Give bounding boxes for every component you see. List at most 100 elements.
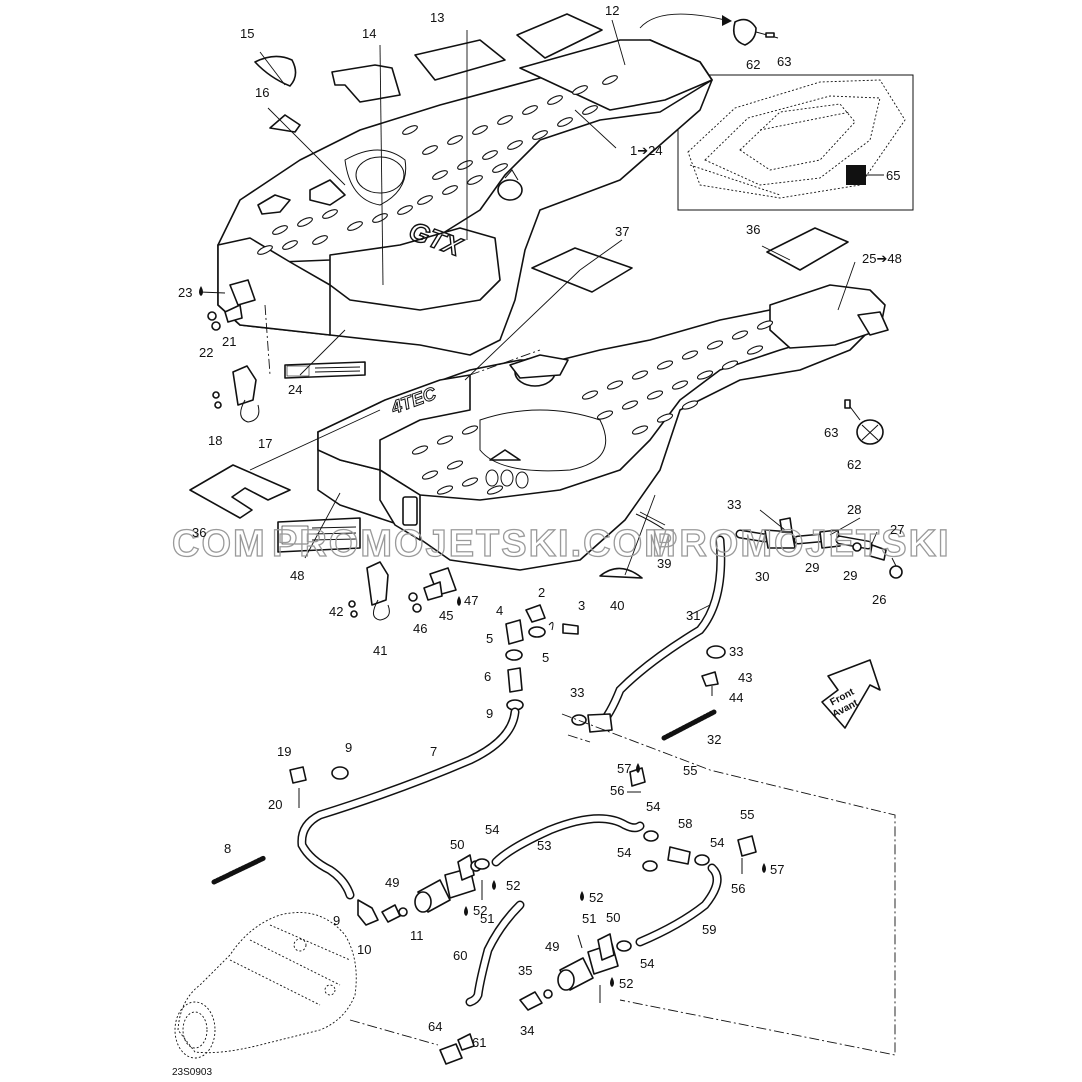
callout: 56 [731,881,745,896]
callout: 51 [582,911,596,926]
callout: 33 [570,685,584,700]
watermark-main: PROMOJETSKI.COM [272,523,678,565]
callout: 11 [410,928,424,943]
callout: 13 [430,10,444,25]
callout: 12 [605,3,619,18]
decal-16 [269,114,301,133]
mat-13 [414,39,506,81]
callout: 4 [496,603,503,618]
callout: 57 [770,862,784,877]
callout: 54 [646,799,660,814]
callout-labels: 1➔24 2 3 4 5 5 6 7 8 9 9 9 10 11 12 13 1… [178,3,904,1050]
callout: 34 [520,1023,534,1038]
callout: 22 [199,345,213,360]
spring-8 [211,855,267,885]
callout: 45 [439,608,453,623]
callout: 50 [606,910,620,925]
callout: 9 [345,740,352,755]
rear-deck-panel: 4TEC [317,284,889,571]
callout: 31 [686,608,700,623]
watermark-right: PROMOJETSKI [652,523,951,565]
callout: 6 [484,669,491,684]
callout: 2 [538,585,545,600]
callout: 54 [640,956,654,971]
callout: 14 [362,26,376,41]
callout: 60 [453,948,467,963]
decal-40 [599,567,643,579]
callout: 25➔48 [862,251,902,266]
callout: 52 [506,878,520,893]
valve-assembly-lower [557,933,632,1003]
callout: 26 [872,592,886,607]
callout: 64 [428,1019,442,1034]
mat-37 [531,247,633,293]
warning-decal-48 [277,517,361,553]
callout: 50 [450,837,464,852]
front-deck-tread [257,75,618,255]
callout: 44 [729,690,743,705]
callout: 36 [192,525,206,540]
callout: 10 [357,942,371,957]
callout: 19 [277,744,291,759]
callout: 63 [824,425,838,440]
callout: 59 [702,922,716,937]
callout: 18 [208,433,222,448]
callout: 47 [464,593,478,608]
callout: 35 [518,963,532,978]
front-deck-panel: GTX [217,39,713,356]
watermark-left: COM [172,523,267,565]
callout: 52 [619,976,633,991]
callout: 23 [178,285,192,300]
lubricant-drops [199,286,766,987]
callout: 61 [472,1035,486,1050]
callout: 51 [480,911,494,926]
vent-hose-system [567,517,903,743]
callout: 36 [746,222,760,237]
decal-14 [331,64,401,103]
callout: 52 [589,890,603,905]
callout: 49 [385,875,399,890]
callout: 5 [486,631,493,646]
callout: 24 [288,382,302,397]
hook-assembly-upper [207,279,271,423]
callout: 21 [222,334,236,349]
callout: 7 [430,744,437,759]
callout: 39 [657,556,671,571]
callout: 46 [413,621,427,636]
callout: 57 [617,761,631,776]
callout: 28 [847,502,861,517]
watermark: COM PROMOJETSKI.COM PROMOJETSKI [171,522,951,565]
callout: 63 [777,54,791,69]
callout: 53 [537,838,551,853]
callout: 3 [578,598,585,613]
callout: 48 [290,568,304,583]
callout: 33 [727,497,741,512]
callout: 5 [542,650,549,665]
callout: 33 [729,644,743,659]
warning-decal-24 [284,361,366,379]
decal-65-marker [846,165,866,185]
callout: 41 [373,643,387,658]
callout: 54 [710,835,724,850]
callout: 54 [485,822,499,837]
callout: 49 [545,939,559,954]
callout: 52 [473,903,487,918]
tube-39 [635,513,666,531]
callout: 17 [258,436,272,451]
callout: 20 [268,797,282,812]
callout: 65 [886,168,900,183]
rear-deck-tread [411,320,774,495]
callout: 55 [740,807,754,822]
callout: 9 [486,706,493,721]
callout: 55 [683,763,697,778]
callout: 42 [329,604,343,619]
front-direction-sign: Front Avant [821,659,881,729]
callout: 27 [890,522,904,537]
callout: 54 [617,845,631,860]
callout: 32 [707,732,721,747]
mat-12 [516,13,603,59]
jet-pump-housing [174,912,439,1059]
callout: 56 [610,783,624,798]
callout: 62 [847,457,861,472]
